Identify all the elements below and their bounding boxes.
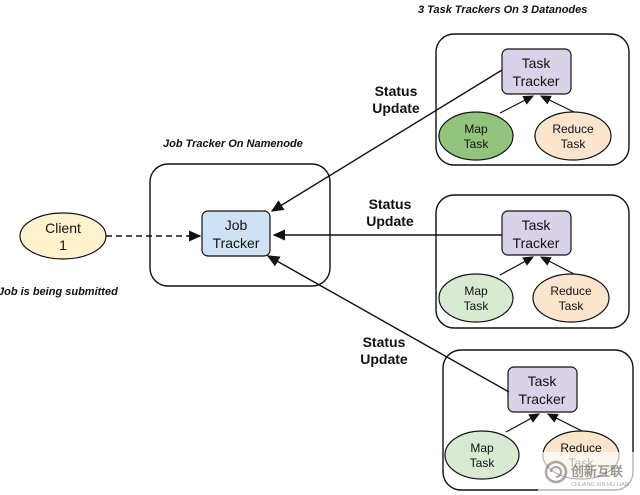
- map-task-1-label-1: Map: [464, 122, 488, 136]
- status-update-arrow-1: [270, 69, 503, 212]
- map-task-2-node: [438, 273, 514, 323]
- reduce-task-1-node: [534, 111, 612, 161]
- task-tracker-2-label-2: Tracker: [513, 235, 560, 251]
- reduce-task-1-label-2: Task: [561, 137, 587, 151]
- reduce-task-2-node: [532, 273, 610, 323]
- status-update-3-line-2: Update: [360, 351, 408, 367]
- reduce-to-tracker-2-arrow: [539, 256, 575, 275]
- map-to-tracker-1-arrow: [499, 95, 535, 114]
- status-update-1-line-2: Update: [372, 100, 420, 116]
- watermark-brand: 创新互联: [570, 464, 623, 480]
- watermark-sub: CHUANG XIN HU LIAN: [571, 482, 629, 488]
- map-task-3-label-2: Task: [470, 456, 496, 470]
- status-update-1-line-1: Status: [375, 83, 418, 99]
- client-label-1: Client: [45, 220, 81, 236]
- reduce-task-2-label-1: Reduce: [550, 284, 592, 298]
- status-update-arrow-3: [266, 255, 510, 393]
- reduce-task-2-label-2: Task: [559, 299, 585, 313]
- client-caption: Job is being submitted: [0, 286, 118, 298]
- reduce-to-tracker-3-arrow: [546, 413, 583, 432]
- map-task-3-node: [444, 430, 520, 480]
- job-tracker-group-title: Job Tracker On Namenode: [163, 138, 303, 150]
- watermark-icon: [544, 460, 568, 484]
- task-tracker-2-node: [501, 210, 572, 256]
- task-tracker-1-node: [501, 48, 572, 95]
- map-task-2-label-2: Task: [464, 299, 490, 313]
- task-tracker-1-label-2: Tracker: [513, 73, 560, 89]
- status-update-2-line-2: Update: [366, 213, 414, 229]
- map-task-1-node: [438, 111, 514, 161]
- task-trackers-title: 3 Task Trackers On 3 Datanodes: [418, 4, 587, 16]
- job-tracker-node: [201, 210, 271, 257]
- map-task-3-label-1: Map: [470, 441, 494, 455]
- client-label-2: 1: [59, 237, 67, 253]
- task-tracker-3-label-2: Tracker: [519, 391, 566, 407]
- map-task-2-label-1: Map: [464, 284, 488, 298]
- map-to-tracker-3-arrow: [505, 413, 541, 433]
- watermark-logo: 创新互联 CHUANG XIN HU LIAN: [538, 452, 640, 495]
- reduce-task-1-label-1: Reduce: [552, 122, 594, 136]
- task-tracker-3-node: [507, 366, 578, 413]
- reduce-task-3-label-1: Reduce: [560, 441, 602, 455]
- map-to-tracker-2-arrow: [499, 256, 535, 276]
- job-tracker-label-1: Job: [225, 217, 248, 233]
- job-tracker-label-2: Tracker: [213, 235, 260, 251]
- task-tracker-2-label-1: Task: [522, 217, 552, 233]
- status-update-3-line-1: Status: [363, 334, 406, 350]
- map-task-1-label-2: Task: [464, 137, 490, 151]
- task-tracker-3-label-1: Task: [528, 373, 558, 389]
- task-tracker-1-label-1: Task: [522, 55, 552, 71]
- reduce-to-tracker-1-arrow: [539, 95, 575, 113]
- status-update-2-line-1: Status: [369, 196, 412, 212]
